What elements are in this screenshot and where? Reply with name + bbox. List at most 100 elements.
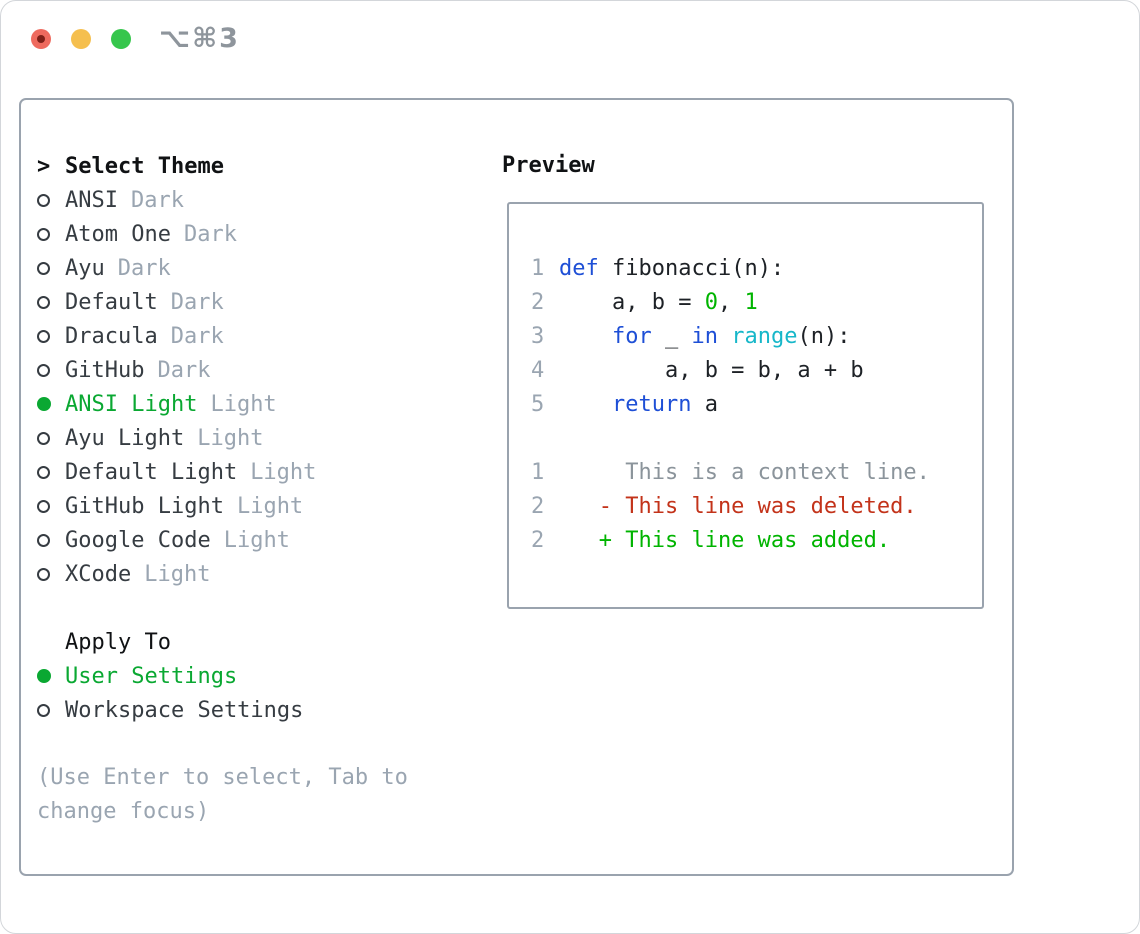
line-number: 1 bbox=[531, 460, 545, 485]
code-segment-fg: , bbox=[717, 290, 745, 315]
theme-variant-label: Dark bbox=[130, 187, 184, 213]
line-number: 5 bbox=[531, 392, 545, 417]
theme-variant-label: Dark bbox=[170, 323, 224, 349]
code-segment-num: 1 bbox=[744, 290, 758, 315]
theme-option-label: Ayu Light bbox=[65, 425, 185, 451]
radio-cell bbox=[37, 261, 65, 275]
apply-to-heading-row: Apply To bbox=[37, 625, 408, 659]
radio-unselected-icon bbox=[37, 567, 50, 581]
theme-option-label: Default Light bbox=[65, 459, 238, 485]
line-number: 3 bbox=[531, 324, 545, 349]
line-number: 2 bbox=[531, 494, 545, 519]
radio-cell bbox=[37, 703, 65, 717]
minimize-button-icon[interactable] bbox=[71, 28, 91, 49]
radio-unselected-icon bbox=[37, 703, 50, 717]
apply-target-option-label: Workspace Settings bbox=[65, 697, 304, 723]
code-segment-fg: a, b = bbox=[559, 290, 705, 315]
theme-option-label: GitHub bbox=[65, 357, 145, 383]
theme-option-label: GitHub Light bbox=[65, 493, 224, 519]
code-segment-fg: a bbox=[691, 392, 718, 417]
theme-option-label: Default bbox=[65, 289, 158, 315]
radio-unselected-icon bbox=[37, 431, 50, 445]
close-button-icon[interactable] bbox=[31, 28, 51, 49]
theme-option-xcode[interactable]: XCode Light bbox=[37, 557, 408, 591]
radio-unselected-icon bbox=[37, 465, 50, 479]
theme-variant-label: Dark bbox=[170, 289, 224, 315]
zoom-button-icon[interactable] bbox=[111, 28, 131, 49]
radio-cell bbox=[37, 465, 65, 479]
code-segment-fg: _ bbox=[651, 324, 692, 349]
radio-cell bbox=[37, 669, 65, 683]
theme-option-label: Google Code bbox=[65, 527, 211, 553]
titlebar: ⌥⌘3 bbox=[1, 1, 1139, 76]
code-segment-bi: range bbox=[731, 324, 798, 349]
code-line: 2 a, b = 0, 1 bbox=[531, 286, 982, 320]
code-segment-kw: for bbox=[611, 324, 652, 349]
radio-cell bbox=[37, 499, 65, 513]
radio-cell bbox=[37, 431, 65, 445]
theme-variant-label: Light bbox=[250, 459, 317, 485]
theme-option-label: Dracula bbox=[65, 323, 158, 349]
theme-option-default-light[interactable]: Default Light Light bbox=[37, 455, 408, 489]
theme-variant-label: Dark bbox=[157, 357, 211, 383]
radio-cell bbox=[37, 329, 65, 343]
theme-variant-label: Light bbox=[210, 391, 277, 417]
keyboard-hint-line-2: change focus) bbox=[37, 799, 210, 824]
radio-selected-icon bbox=[37, 397, 51, 411]
keyboard-hint-line-1: (Use Enter to select, Tab to bbox=[37, 765, 408, 790]
selection-cursor: > bbox=[37, 153, 51, 179]
apply-target-option-workspace-settings[interactable]: Workspace Settings bbox=[37, 693, 408, 727]
theme-option-github[interactable]: GitHub Dark bbox=[37, 353, 408, 387]
code-line: 2 - This line was deleted. bbox=[531, 490, 982, 524]
radio-cell bbox=[37, 533, 65, 547]
code-segment-fg: a, b = b, a + b bbox=[559, 358, 864, 383]
code-line: 2 + This line was added. bbox=[531, 524, 982, 558]
code-segment-ctx: This is a context line. bbox=[559, 460, 930, 485]
theme-option-ayu-light[interactable]: Ayu Light Light bbox=[37, 421, 408, 455]
apply-target-option-user-settings[interactable]: User Settings bbox=[37, 659, 408, 693]
radio-cell bbox=[37, 363, 65, 377]
preview-heading: Preview bbox=[502, 153, 595, 178]
theme-option-ansi-light[interactable]: ANSI Light Light bbox=[37, 387, 408, 421]
code-line: 5 return a bbox=[531, 388, 982, 422]
spacer bbox=[37, 727, 408, 761]
theme-option-dracula[interactable]: Dracula Dark bbox=[37, 319, 408, 353]
theme-variant-label: Light bbox=[197, 425, 264, 451]
code-segment-num: 0 bbox=[704, 290, 718, 315]
theme-option-atom-one[interactable]: Atom One Dark bbox=[37, 217, 408, 251]
line-number: 4 bbox=[531, 358, 545, 383]
line-number: 2 bbox=[531, 290, 545, 315]
theme-option-label: XCode bbox=[65, 561, 132, 587]
select-theme-heading-row: > Select Theme bbox=[37, 149, 408, 183]
theme-option-label: Atom One bbox=[65, 221, 171, 247]
code-line: 4 a, b = b, a + b bbox=[531, 354, 982, 388]
code-segment-kw: in bbox=[691, 324, 718, 349]
theme-option-label: ANSI Light bbox=[65, 391, 198, 417]
window-title: ⌥⌘3 bbox=[159, 23, 240, 54]
radio-cell bbox=[37, 397, 65, 411]
radio-unselected-icon bbox=[37, 499, 50, 513]
code-segment-kw: def bbox=[559, 256, 599, 281]
code-blank-line bbox=[531, 422, 982, 456]
radio-cell bbox=[37, 227, 65, 241]
code-segment-del: - This line was deleted. bbox=[559, 494, 917, 519]
code-segment-add: + This line was added. bbox=[559, 528, 891, 553]
theme-option-default[interactable]: Default Dark bbox=[37, 285, 408, 319]
code-segment-fg bbox=[718, 320, 731, 354]
radio-unselected-icon bbox=[37, 329, 50, 343]
radio-cell bbox=[37, 295, 65, 309]
code-line: 1 This is a context line. bbox=[531, 456, 982, 490]
radio-selected-icon bbox=[37, 669, 51, 683]
theme-variant-label: Dark bbox=[183, 221, 237, 247]
code-segment-fg bbox=[559, 320, 612, 354]
line-number: 1 bbox=[531, 256, 545, 281]
radio-unselected-icon bbox=[37, 363, 50, 377]
theme-variant-label: Light bbox=[144, 561, 211, 587]
